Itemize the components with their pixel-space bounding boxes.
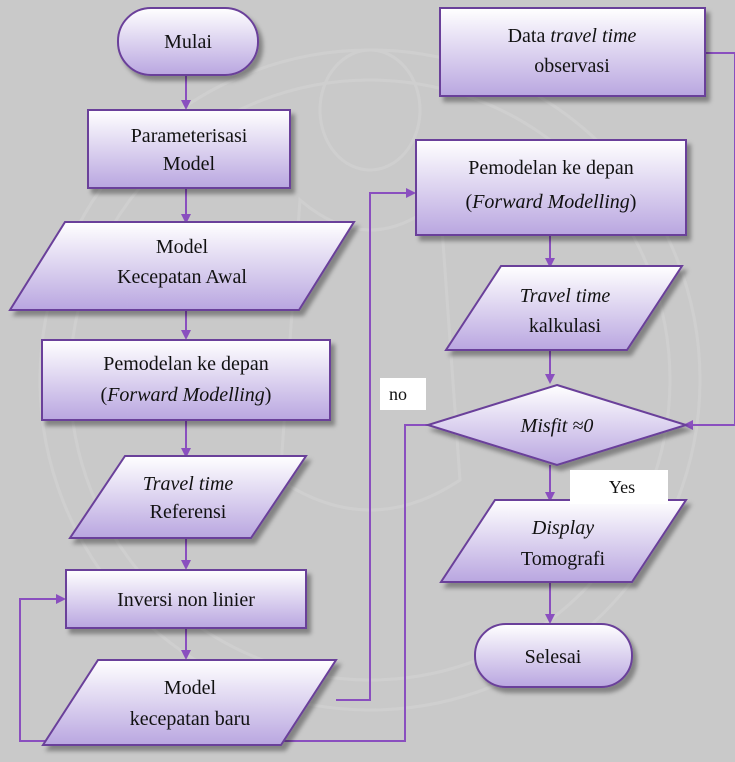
initial-model-line2: Kecepatan Awal bbox=[117, 266, 247, 288]
node-travel-ref: Travel time Referensi bbox=[70, 456, 306, 538]
initial-model-line1: Model bbox=[156, 236, 209, 258]
node-start: Mulai bbox=[118, 8, 258, 75]
param-line1: Parameterisasi bbox=[131, 125, 248, 147]
param-line2: Model bbox=[163, 153, 216, 175]
inversion-label: Inversi non linier bbox=[117, 589, 255, 611]
label-no: no bbox=[380, 378, 426, 410]
travel-calc-line1: Travel time bbox=[520, 285, 611, 307]
forward-left-line2: (Forward Modelling) bbox=[101, 384, 272, 406]
travel-ref-line2: Referensi bbox=[150, 501, 227, 523]
no-label: no bbox=[389, 384, 407, 404]
arrow-observed-misfit bbox=[685, 53, 735, 425]
node-new-model: Model kecepatan baru bbox=[43, 660, 336, 745]
node-observed-data: Data travel time observasi bbox=[440, 8, 705, 96]
node-parameterization: Parameterisasi Model bbox=[88, 110, 290, 188]
arrow-newmodel-forwardright bbox=[336, 193, 414, 700]
node-forward-left: Pemodelan ke depan (Forward Modelling) bbox=[42, 340, 330, 420]
end-label: Selesai bbox=[525, 646, 582, 668]
observed-line2: observasi bbox=[534, 55, 610, 77]
new-model-line1: Model bbox=[164, 677, 217, 699]
label-yes: Yes bbox=[570, 470, 668, 504]
node-forward-right: Pemodelan ke depan (Forward Modelling) bbox=[416, 140, 686, 235]
display-line2: Tomografi bbox=[521, 548, 606, 570]
start-label: Mulai bbox=[164, 31, 212, 53]
node-initial-model: Model Kecepatan Awal bbox=[10, 222, 354, 310]
display-line1: Display bbox=[531, 517, 594, 539]
node-travel-calc: Travel time kalkulasi bbox=[446, 266, 682, 350]
misfit-label: Misfit ≈0 bbox=[520, 415, 594, 437]
node-display: Display Tomografi bbox=[441, 500, 686, 582]
node-end: Selesai bbox=[475, 624, 632, 687]
observed-line1: Data travel time bbox=[508, 25, 637, 47]
forward-left-line1: Pemodelan ke depan bbox=[103, 353, 269, 375]
new-model-line2: kecepatan baru bbox=[130, 708, 250, 730]
node-misfit-decision: Misfit ≈0 bbox=[428, 385, 686, 465]
forward-right-line2: (Forward Modelling) bbox=[466, 191, 637, 213]
travel-calc-line2: kalkulasi bbox=[529, 315, 602, 337]
forward-right-line1: Pemodelan ke depan bbox=[468, 157, 634, 179]
yes-label: Yes bbox=[609, 477, 635, 497]
node-inversion: Inversi non linier bbox=[66, 570, 306, 628]
travel-ref-line1: Travel time bbox=[143, 473, 234, 495]
